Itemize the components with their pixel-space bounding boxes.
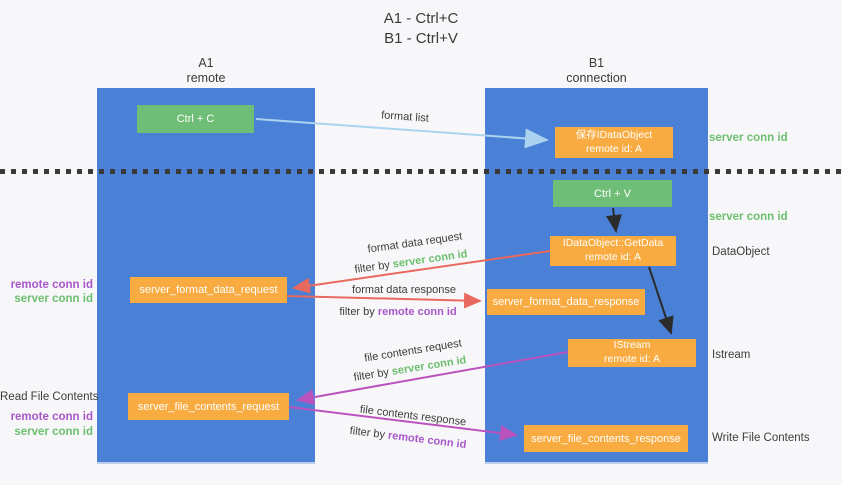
lane-header-b1: B1 connection — [485, 56, 708, 86]
left-read-file-contents-label: Read File Contents — [0, 391, 99, 403]
server-file-contents-request-label: server_file_contents_request — [137, 400, 280, 413]
right-istream-label: Istream — [712, 349, 751, 361]
left-server-conn-id-top: server conn id — [14, 293, 93, 305]
filter-by-text-2: filter by — [339, 306, 375, 318]
session-separator-dotted-line — [0, 169, 842, 174]
node-server-format-data-request: server_format_data_request — [130, 277, 287, 303]
save-idataobject-remote-id: remote id: A — [585, 142, 643, 155]
format-data-response-arrow — [286, 292, 482, 309]
lane-a1-name: A1 — [198, 56, 214, 70]
ctrl-c-label: Ctrl + C — [176, 113, 215, 125]
title-line-1: A1 - Ctrl+C — [383, 10, 459, 27]
format-list-label: format list — [380, 109, 430, 125]
right-write-file-contents-label: Write File Contents — [712, 432, 810, 444]
node-idataobject-getdata: IDataObject::GetData remote id: A — [550, 236, 676, 266]
filter-by-remote-conn-id-label-2: filter by remote conn id — [349, 425, 467, 451]
left-remote-conn-id-bottom: remote conn id — [10, 411, 93, 423]
ctrl-v-label: Ctrl + V — [594, 187, 631, 200]
server-format-data-request-label: server_format_data_request — [139, 284, 278, 296]
remote-conn-id-text-1: remote conn id — [377, 306, 457, 318]
filter-by-text-1: filter by — [353, 259, 391, 276]
left-server-conn-id-bottom: server conn id — [14, 426, 93, 438]
server-format-data-response-label: server_format_data_response — [492, 296, 640, 308]
lane-a1-subtitle: remote — [186, 71, 226, 85]
node-server-file-contents-request: server_file_contents_request — [128, 393, 289, 420]
node-istream: IStream remote id: A — [568, 339, 696, 367]
istream-remote-id: remote id: A — [603, 353, 661, 365]
istream-label: IStream — [613, 339, 651, 352]
format-data-response-label: format data response — [352, 284, 456, 296]
right-dataobject-label: DataObject — [712, 246, 770, 258]
left-remote-conn-id-top: remote conn id — [10, 279, 93, 291]
title-line-2: B1 - Ctrl+V — [384, 29, 458, 47]
node-ctrl-v: Ctrl + V — [553, 180, 672, 207]
node-server-format-data-response: server_format_data_response — [487, 289, 645, 315]
getdata-remote-id: remote id: A — [584, 251, 642, 263]
lane-header-a1: A1 remote — [97, 56, 315, 86]
server-file-contents-response-label: server_file_contents_response — [531, 432, 681, 445]
node-ctrl-c: Ctrl + C — [137, 105, 254, 133]
file-contents-response-label: file contents response — [359, 403, 467, 429]
save-idataobject-label: 保存IDataObject — [575, 128, 653, 141]
lane-b1-subtitle: connection — [566, 71, 627, 85]
server-conn-id-text-1: server conn id — [392, 248, 469, 271]
node-save-idataobject: 保存IDataObject remote id: A — [555, 127, 673, 158]
remote-conn-id-text-2: remote conn id — [387, 429, 467, 452]
right-server-conn-id-mid: server conn id — [709, 211, 788, 223]
filter-by-text-4: filter by — [349, 424, 386, 442]
lane-b1-name: B1 — [588, 56, 605, 70]
right-server-conn-id-top: server conn id — [709, 132, 788, 144]
getdata-label: IDataObject::GetData — [562, 237, 664, 250]
diagram-title: A1 - Ctrl+C B1 - Ctrl+V — [0, 9, 842, 48]
node-server-file-contents-response: server_file_contents_response — [524, 425, 688, 452]
filter-by-text-3: filter by — [352, 366, 390, 384]
filter-by-remote-conn-id-label-1: filter by remote conn id — [339, 306, 456, 318]
